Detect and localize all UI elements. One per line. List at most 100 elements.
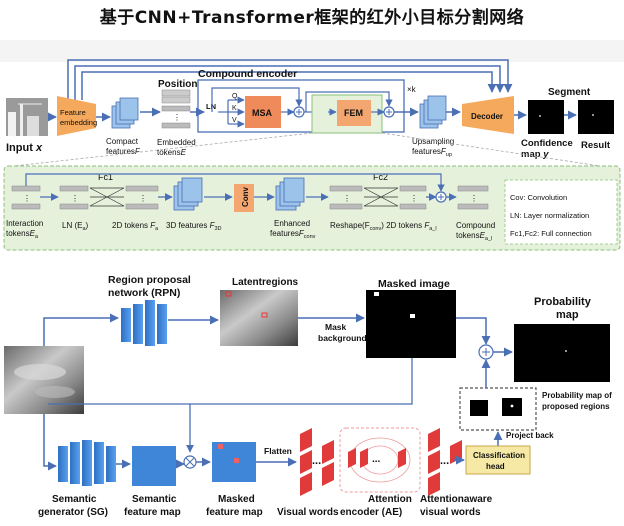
segment-label: Segment bbox=[548, 87, 591, 98]
compact-features-label-2: featuresF bbox=[106, 147, 141, 156]
semantic-map-label-2: feature map bbox=[124, 507, 181, 518]
latent-regions-label: Latentregions bbox=[232, 277, 299, 288]
conv-block bbox=[234, 184, 254, 212]
project-back-label: Project back bbox=[506, 431, 554, 440]
attention-aware-label-1: Attentionaware bbox=[420, 494, 493, 505]
attention-aware-label-2: visual words bbox=[420, 507, 481, 518]
k-label: K bbox=[232, 105, 237, 112]
prob-map-label-2: map bbox=[556, 309, 579, 321]
embedded-tokens-label-1: Embedded bbox=[157, 138, 196, 147]
enhanced-features-stack bbox=[275, 177, 305, 211]
legend-conv: Cov: Convolution bbox=[510, 193, 567, 202]
skip-connections bbox=[67, 59, 513, 100]
svg-text:⋮: ⋮ bbox=[173, 113, 181, 122]
compact-features-label-1: Compact bbox=[106, 137, 139, 146]
mask-bg-label-1: Mask bbox=[325, 322, 347, 332]
confidence-label-2: map y bbox=[521, 149, 549, 160]
visual-words-2 bbox=[322, 440, 334, 486]
feature-embedding-block bbox=[57, 96, 96, 136]
semantic-gen-label-1: Semantic bbox=[52, 494, 97, 505]
fa-l-tokens: ⋮ bbox=[399, 185, 427, 210]
fc2-label: Fc2 bbox=[373, 172, 388, 182]
ln-ea-label: LN (Ea) bbox=[62, 221, 89, 232]
upsampling-label-2: featuresFup bbox=[412, 147, 452, 158]
prob-regions-label-2: proposed regions bbox=[542, 402, 610, 411]
masked-map-label-1: Masked bbox=[218, 494, 255, 505]
visual-words-dots: ... bbox=[312, 455, 321, 467]
compound-encoder-title: Compound encoder bbox=[198, 68, 297, 80]
svg-text:⋮: ⋮ bbox=[23, 194, 31, 203]
embedded-tokens: ⋮ bbox=[161, 105, 191, 129]
legend-box bbox=[504, 179, 618, 245]
legend-fc: Fc1,Fc2: Full connection bbox=[510, 229, 592, 238]
compound-encoder-box bbox=[197, 79, 405, 133]
compact-features-stack bbox=[111, 97, 139, 129]
v-label: V bbox=[232, 117, 237, 124]
q-label: Q bbox=[232, 93, 238, 100]
region-marker bbox=[261, 312, 268, 318]
classification-label-1: Classification bbox=[473, 451, 525, 460]
classification-label-2: head bbox=[486, 462, 505, 471]
fem-label: FEM bbox=[344, 108, 363, 118]
embedded-tokens-label-2: tokensE bbox=[157, 148, 187, 157]
input-label: Input x bbox=[6, 142, 43, 154]
semantic-generator-block bbox=[58, 440, 116, 486]
svg-text:⋮: ⋮ bbox=[139, 194, 147, 203]
rpn-block bbox=[121, 300, 167, 346]
upsampling-label-1: Upsampling bbox=[412, 137, 454, 146]
result-label: Result bbox=[581, 140, 611, 151]
compound-tokens: ⋮ bbox=[457, 185, 489, 210]
visual-words-label: Visual words bbox=[277, 507, 339, 518]
svg-text:⋮: ⋮ bbox=[71, 194, 79, 203]
attention-enc-label-1: Attention bbox=[368, 494, 412, 505]
ln-label-1: LN bbox=[206, 102, 216, 111]
fc2-connection-icon bbox=[363, 187, 399, 207]
page-title: 基于CNN+Transformer框架的红外小目标分割网络 bbox=[99, 8, 525, 28]
tokens-2d-label: 2D tokens Fa bbox=[112, 221, 159, 232]
position-tokens bbox=[161, 89, 191, 104]
masked-image bbox=[366, 290, 456, 358]
fc1-connection-icon bbox=[89, 187, 125, 207]
msa-block bbox=[245, 96, 281, 128]
title-band bbox=[0, 40, 624, 62]
tokens-2d: ⋮ bbox=[125, 185, 159, 210]
prob-map-label-1: Probability bbox=[534, 296, 592, 308]
result-image bbox=[578, 100, 614, 134]
confidence-label-1: Confidence bbox=[521, 138, 573, 149]
reshape-label: Reshape(Fconv) 2D tokens Fa_l bbox=[330, 221, 437, 232]
confidence-map-image bbox=[528, 100, 564, 134]
prob-regions-label-1: Probability map of bbox=[542, 391, 612, 400]
interaction-label-1: Interaction bbox=[6, 219, 43, 228]
region-marker bbox=[225, 291, 232, 297]
interaction-label-2: tokensEa bbox=[6, 229, 39, 240]
reshape-tokens: ⋮ bbox=[329, 185, 363, 210]
position-label: Position bbox=[158, 79, 197, 90]
rpn-label-1: Region proposal bbox=[108, 274, 191, 286]
fc1-label: Fc1 bbox=[98, 172, 113, 182]
masked-image-label: Masked image bbox=[378, 278, 450, 290]
input-image bbox=[6, 98, 48, 136]
conv-label: Conv bbox=[241, 186, 250, 207]
cloud-input-image bbox=[4, 346, 84, 414]
attention-words bbox=[348, 448, 406, 468]
probability-map-image bbox=[514, 324, 610, 382]
ln-tokens: ⋮ bbox=[59, 185, 89, 210]
masked-map-label-2: feature map bbox=[206, 507, 263, 518]
mask-bg-label-2: background bbox=[318, 333, 367, 343]
svg-text:⋮: ⋮ bbox=[410, 194, 418, 203]
attention-enc-label-2: encoder (AE) bbox=[340, 507, 402, 518]
fem-block bbox=[337, 100, 371, 126]
classification-head-block bbox=[465, 445, 531, 475]
decoder-block bbox=[462, 96, 514, 134]
decoder-label: Decoder bbox=[471, 112, 503, 121]
feature-embedding-label-1: Feature bbox=[60, 108, 86, 117]
rpn-label-2: network (RPN) bbox=[108, 287, 180, 299]
latent-regions-image bbox=[220, 290, 298, 346]
proposed-regions-box bbox=[459, 387, 537, 431]
compound-label-2: tokensEa_l bbox=[456, 231, 492, 242]
attention-dots: ... bbox=[372, 454, 381, 465]
attention-aware-words bbox=[428, 428, 440, 496]
semantic-map-label-1: Semantic bbox=[132, 494, 177, 505]
features-3d-label: 3D features F3D bbox=[166, 221, 222, 232]
